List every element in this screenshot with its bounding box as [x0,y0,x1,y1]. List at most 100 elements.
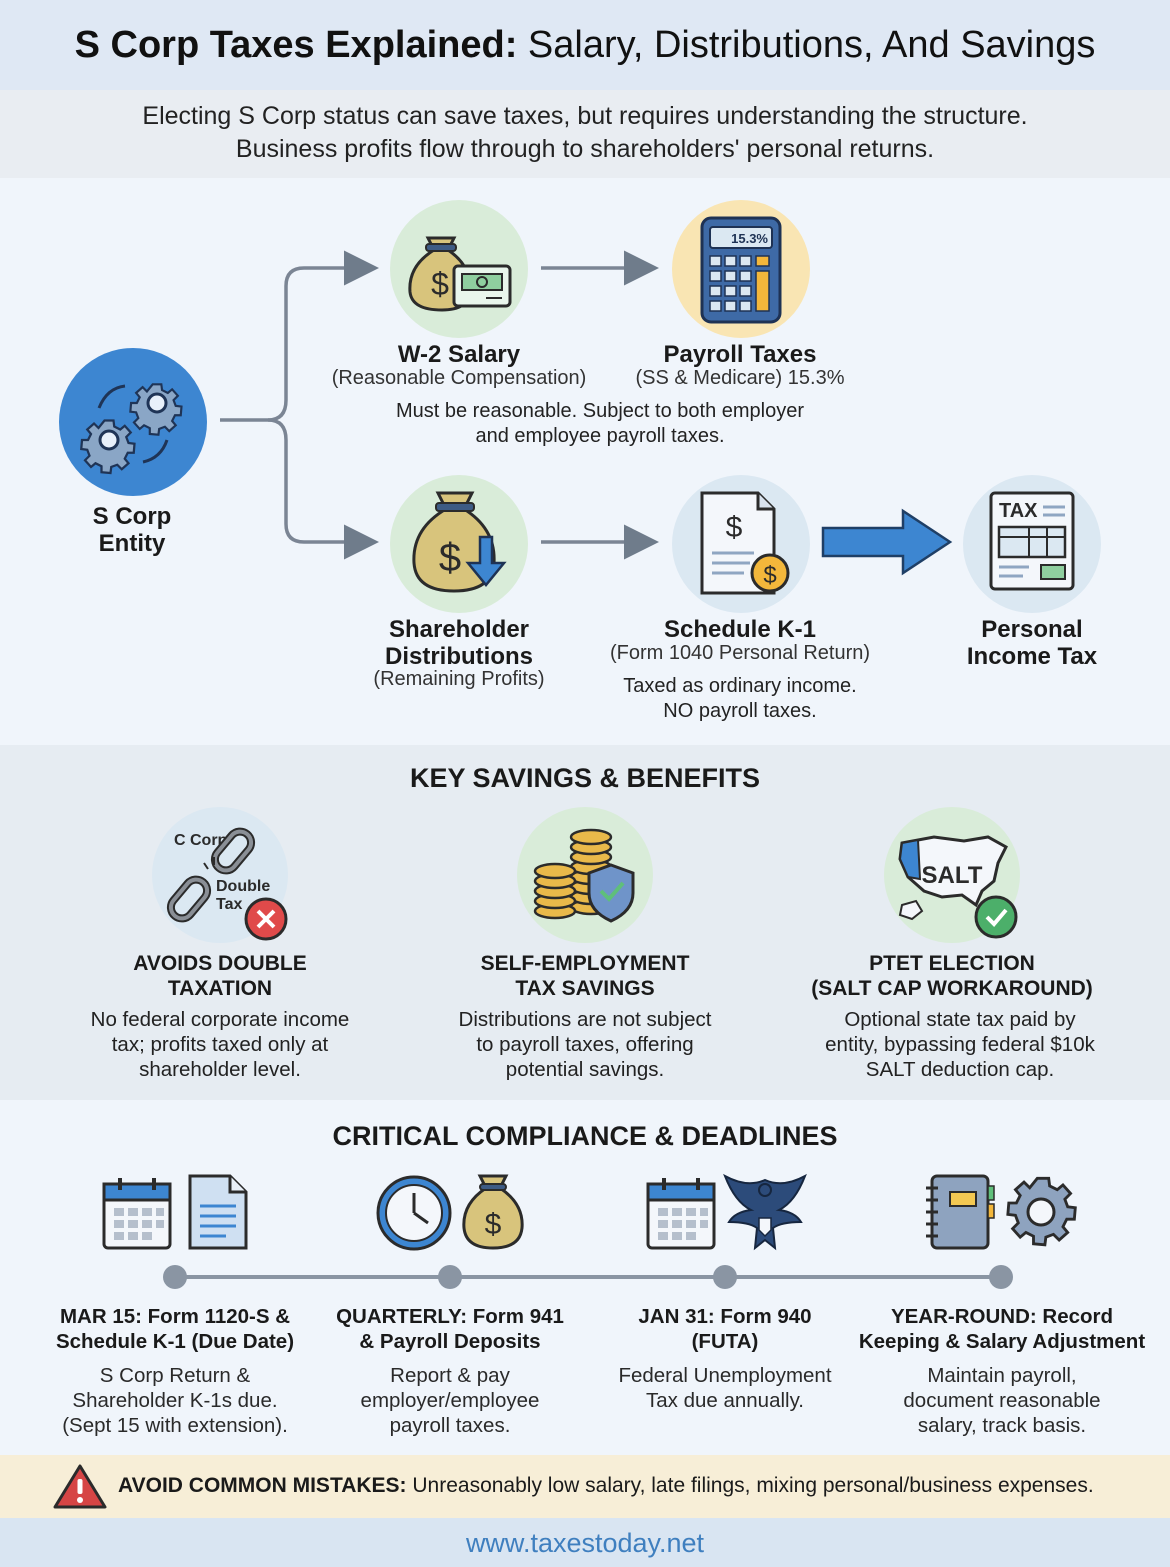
tax-form-label: TAX [999,500,1038,522]
calendar-icon-2 [646,1178,716,1250]
salary-subtitle: (Reasonable Compensation) [331,367,587,389]
benefit-1-circle: C Corp Double Tax [152,807,288,943]
benefit-3-title-line-2: (SALT CAP WORKAROUND) [811,977,1093,1000]
compliance-3-text: Federal Unemployment Tax due annually. [585,1363,865,1413]
benefit-3-title: PTET ELECTION (SALT CAP WORKAROUND) [782,951,1122,1001]
page-title: S Corp Taxes Explained: Salary, Distribu… [0,24,1170,67]
compliance-4-text: Maintain payroll, document reasonable sa… [862,1363,1142,1438]
entity-circle [59,348,207,496]
compliance-3-title-line-2: (FUTA) [691,1330,759,1353]
compliance-3-title-line-1: JAN 31: Form 940 [638,1305,812,1328]
benefit-1-text: No federal corporate income tax; profits… [50,1007,390,1082]
compliance-4-text-line-1: Maintain payroll, [927,1364,1077,1387]
page-title-rest: Salary, Distributions, And Savings [517,24,1096,66]
compliance-3-title: JAN 31: Form 940 (FUTA) [585,1304,865,1354]
money-bag-down-icon: $ [412,491,507,593]
k1-subtitle: (Form 1040 Personal Return) [609,642,871,664]
benefits-heading: KEY SAVINGS & BENEFITS [409,763,761,793]
benefit-1-title-line-1: AVOIDS DOUBLE [133,952,307,975]
warning-icon [53,1464,107,1509]
timeline-dot-4 [989,1265,1013,1289]
benefit-2-text: Distributions are not subject to payroll… [415,1007,755,1082]
compliance-heading: CRITICAL COMPLIANCE & DEADLINES [332,1121,838,1151]
benefit-1-text-line-3: shareholder level. [139,1058,301,1081]
personal-tax-title: Personal Income Tax [912,616,1152,670]
compliance-1-text-line-1: S Corp Return & [99,1364,251,1387]
compliance-1-text-line-2: Shareholder K-1s due. [72,1389,278,1412]
benefit-2-title: SELF-EMPLOYMENT TAX SAVINGS [435,951,735,1001]
payroll-title: Payroll Taxes [663,341,817,368]
tax-form-icon: TAX [989,491,1075,591]
compliance-4-title-line-2: Keeping & Salary Adjustment [858,1330,1146,1353]
k1-title: Schedule K-1 [663,616,817,643]
flow-connectors [220,250,953,576]
compliance-3-text-line-2: Tax due annually. [645,1389,805,1412]
k1-note-line-2: NO payroll taxes. [663,700,817,722]
coins-shield-icon [533,828,635,923]
compliance-4-title-line-1: YEAR-ROUND: Record [890,1305,1114,1328]
compliance-2-text-line-3: payroll taxes. [389,1414,511,1437]
benefit-3-text: Optional state tax paid by entity, bypas… [782,1007,1138,1082]
compliance-4-text-line-2: document reasonable [903,1389,1101,1412]
warning-body: Unreasonably low salary, late filings, m… [406,1474,1094,1497]
calendar-icon [102,1178,172,1250]
compliance-3-text-line-1: Federal Unemployment [618,1364,832,1387]
intro-line-1: Electing S Corp status can save taxes, b… [142,102,1028,130]
personal-tax-title-line-2: Income Tax [966,643,1098,670]
eagle-icon [723,1173,807,1251]
compliance-1-title: MAR 15: Form 1120-S & Schedule K-1 (Due … [35,1304,315,1354]
compliance-1-title-line-1: MAR 15: Form 1120-S & [59,1305,291,1328]
intro-band: Electing S Corp status can save taxes, b… [0,90,1170,178]
salary-note: Must be reasonable. Subject to both empl… [300,399,900,449]
k1-circle: $ $ [672,475,810,613]
benefit-1-text-line-2: tax; profits taxed only at [111,1033,329,1056]
svg-text:$: $ [439,536,461,580]
salary-circle: $ [390,200,528,338]
chain-label-tax: Tax [216,896,242,913]
benefit-3-title-line-1: PTET ELECTION [869,952,1035,975]
benefit-3-text-line-1: Optional state tax paid by [844,1008,1076,1031]
benefit-1-title-line-2: TAXATION [167,977,273,1000]
compliance-2-text-line-1: Report & pay [390,1364,510,1387]
benefits-section: KEY SAVINGS & BENEFITS C Corp Double Tax… [0,745,1170,1100]
benefit-1-title: AVOIDS DOUBLE TAXATION [70,951,370,1001]
warning-bar: AVOID COMMON MISTAKES: Unreasonably low … [0,1455,1170,1518]
page-title-bold: S Corp Taxes Explained: [74,24,518,66]
svg-text:$: $ [763,562,776,589]
entity-label-line-2: Entity [98,530,166,557]
compliance-2-text-line-2: employer/employee [360,1389,540,1412]
benefit-3-circle: SALT [884,807,1020,943]
distributions-title: Shareholder Distributions [339,616,579,670]
calculator-icon: 15.3% [700,216,782,324]
personal-tax-circle: TAX [963,475,1101,613]
compliance-2-title-line-1: QUARTERLY: Form 941 [336,1305,564,1328]
timeline-dot-3 [713,1265,737,1289]
calculator-display: 15.3% [731,231,768,246]
k1-note-line-1: Taxed as ordinary income. [623,675,857,697]
k1-note: Taxed as ordinary income. NO payroll tax… [560,674,920,724]
chain-label-ccorp: C Corp [174,832,228,849]
svg-text:$: $ [485,1208,502,1241]
notebook-icon [926,1174,995,1250]
big-blue-arrow [821,508,953,576]
intro-line-2: Business profits flow through to shareho… [235,135,935,163]
document-icon [188,1174,248,1250]
salary-note-line-1: Must be reasonable. Subject to both empl… [395,400,805,422]
compliance-1-text-line-3: (Sept 15 with extension). [62,1414,288,1437]
benefit-1-text-line-1: No federal corporate income [90,1008,350,1031]
compliance-4-title: YEAR-ROUND: Record Keeping & Salary Adju… [850,1304,1154,1354]
header-band: S Corp Taxes Explained: Salary, Distribu… [0,0,1170,90]
map-label: SALT [922,862,983,889]
timeline-dot-2 [438,1265,462,1289]
salary-title: W-2 Salary [397,341,521,368]
benefit-2-text-line-3: potential savings. [505,1058,665,1081]
entity-label-line-1: S Corp [92,503,172,530]
compliance-2-title: QUARTERLY: Form 941 & Payroll Deposits [310,1304,590,1354]
compliance-2-title-line-2: & Payroll Deposits [359,1330,541,1353]
compliance-2-text: Report & pay employer/employee payroll t… [310,1363,590,1438]
benefit-2-text-line-1: Distributions are not subject [458,1008,712,1031]
footer-url[interactable]: www.taxestoday.net [465,1528,705,1558]
compliance-4-text-line-3: salary, track basis. [917,1414,1087,1437]
flow-section: S Corp Entity $ W-2 Salary (Reasonable C… [0,178,1170,745]
warning-bold: AVOID COMMON MISTAKES: [118,1474,407,1497]
